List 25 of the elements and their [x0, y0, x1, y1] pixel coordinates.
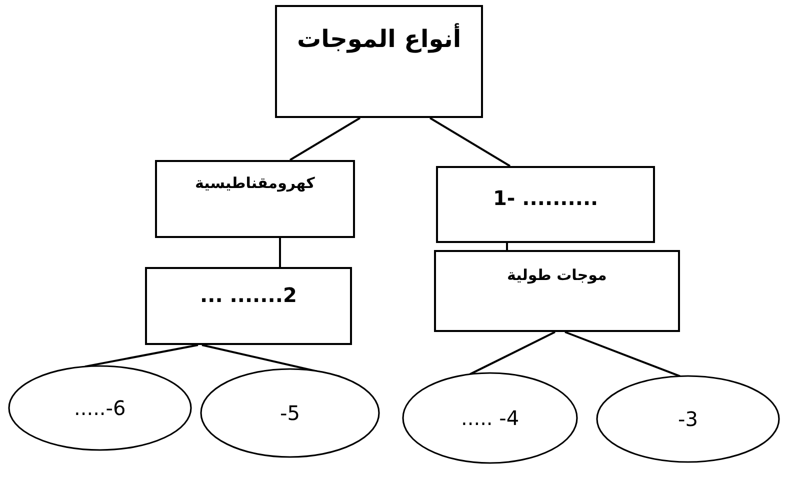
connector-line [279, 238, 281, 267]
answer-oval [596, 375, 780, 463]
box-label: 1- .......... [493, 186, 598, 210]
oval-label: -3 [678, 407, 698, 431]
box-label: موجات طولية [507, 266, 607, 284]
connector-line [470, 331, 556, 376]
connector-line [289, 117, 361, 161]
text-box [155, 160, 355, 238]
text-box [434, 250, 680, 332]
answer-oval [402, 372, 578, 464]
connector-line [564, 331, 680, 378]
oval-label: -5 [280, 401, 300, 425]
text-box [275, 5, 483, 118]
oval-label: .....-6 [74, 396, 126, 420]
answer-oval [200, 368, 380, 458]
box-label: كهرومقناطيسية [195, 174, 315, 192]
connector-line [506, 243, 508, 250]
connector-line [84, 344, 198, 368]
title-text: أنواع الموجات [297, 25, 462, 53]
answer-oval [8, 365, 192, 451]
box-label: ... .......2 [200, 283, 297, 307]
oval-label: ..... -4 [461, 406, 520, 430]
text-box [145, 267, 352, 345]
text-box [436, 166, 655, 243]
connector-line [429, 117, 511, 167]
